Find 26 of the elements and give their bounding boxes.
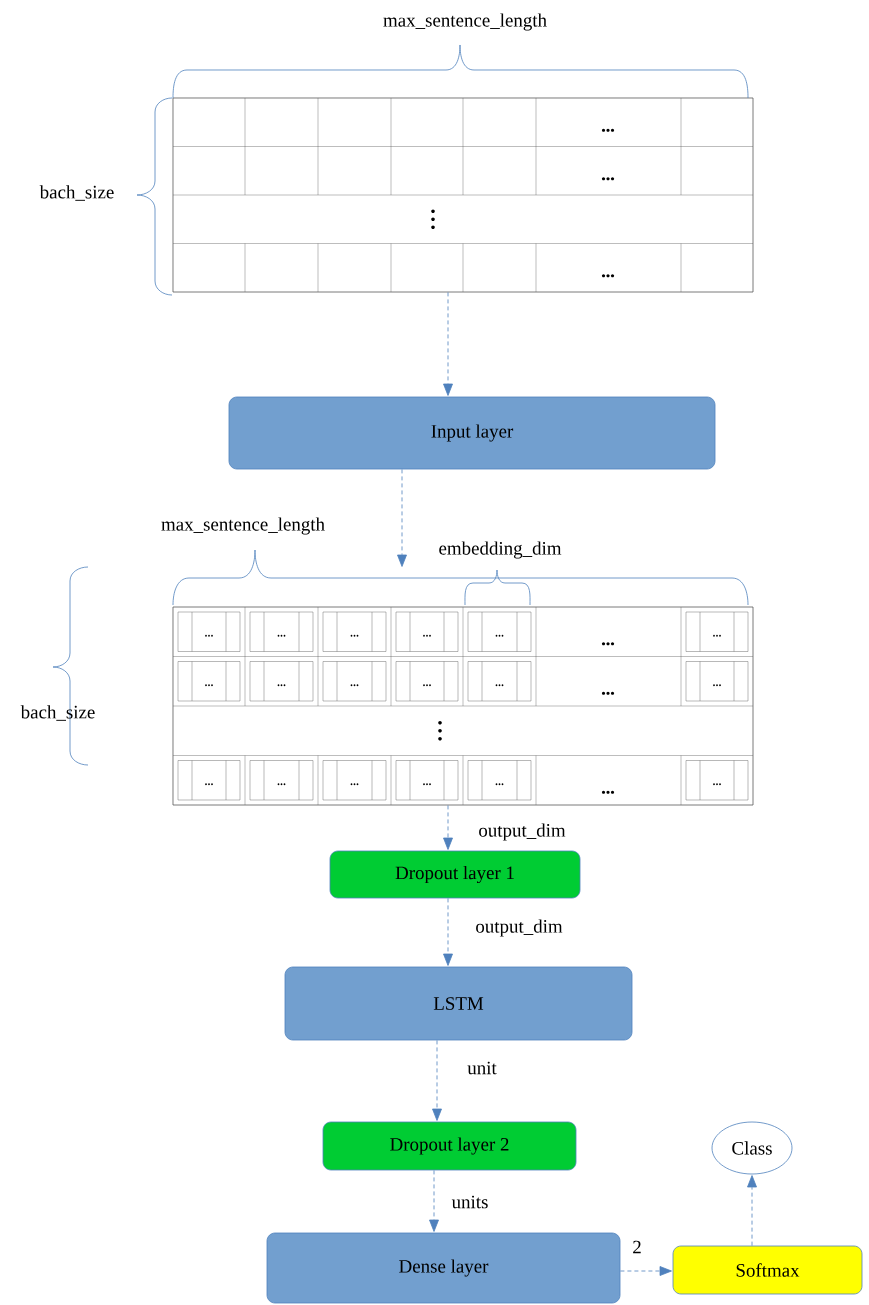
layer-box: Dense layer: [266, 1232, 621, 1304]
dimension-label: bach_size: [20, 705, 95, 721]
edge-label: output_dim: [474, 918, 564, 938]
arrow: [747, 1175, 757, 1246]
arrow: [443, 805, 453, 850]
layer-box: Dropout layer 1: [329, 850, 581, 899]
edge-label: unit: [466, 1060, 498, 1076]
layer-box: Dropout layer 2: [322, 1121, 577, 1171]
layer-box: Softmax: [672, 1245, 863, 1295]
table-grid-drawing: [172, 97, 754, 293]
layer-box: Input layer: [228, 396, 716, 470]
arrow: [429, 1170, 439, 1232]
edge-label: units: [450, 1194, 490, 1210]
arrow: [432, 1040, 442, 1121]
arrow: [443, 898, 453, 966]
dimension-label: embedding_dim: [439, 541, 562, 559]
dimension-label: bach_size: [39, 185, 114, 201]
table-grid-drawing: [172, 606, 754, 806]
edge-label: output_dim: [477, 822, 567, 842]
layer-box: LSTM: [284, 966, 633, 1041]
dimension-label: max_sentence_length: [161, 517, 325, 535]
edge-label: 2: [631, 1239, 643, 1255]
arrow: [443, 292, 453, 396]
arrow: [620, 1266, 672, 1276]
arrow: [397, 469, 407, 567]
dimension-label: max_sentence_length: [383, 13, 547, 31]
